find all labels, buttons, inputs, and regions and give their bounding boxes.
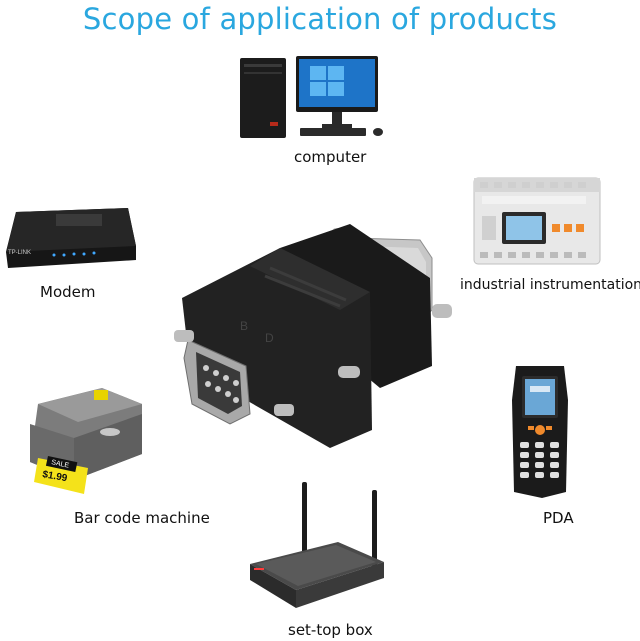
modem-label: Modem (40, 283, 96, 301)
barcode-image: $1.99 SALE (24, 384, 148, 508)
computer-icon (240, 56, 383, 138)
svg-text:$1.99: $1.99 (41, 469, 68, 484)
handheld-scanner-icon (512, 366, 568, 498)
industrial-image (468, 172, 608, 268)
pda-image (508, 360, 572, 500)
industrial-label: industrial instrumentation (460, 277, 640, 293)
modem-icon: TP-LINK (6, 208, 136, 268)
energy-meter-icon (473, 177, 601, 265)
router-box-icon (250, 482, 384, 608)
svg-text:SALE: SALE (51, 459, 70, 470)
computer-label: computer (294, 148, 367, 166)
barcode-label: Bar code machine (74, 509, 210, 527)
db9-adapter-icon: B D (174, 224, 452, 448)
svg-text:TP-LINK: TP-LINK (8, 250, 31, 256)
center-image: B D (170, 218, 455, 458)
settop-image (244, 476, 394, 616)
page-title: Scope of application of products (82, 2, 558, 36)
pda-label: PDA (543, 509, 574, 527)
settop-label: set-top box (288, 621, 373, 639)
label-printer-icon: $1.99 SALE (30, 388, 142, 494)
svg-text:D: D (265, 331, 274, 345)
svg-text:B: B (240, 319, 248, 333)
computer-image (236, 52, 396, 144)
modem-image: TP-LINK (2, 198, 140, 278)
